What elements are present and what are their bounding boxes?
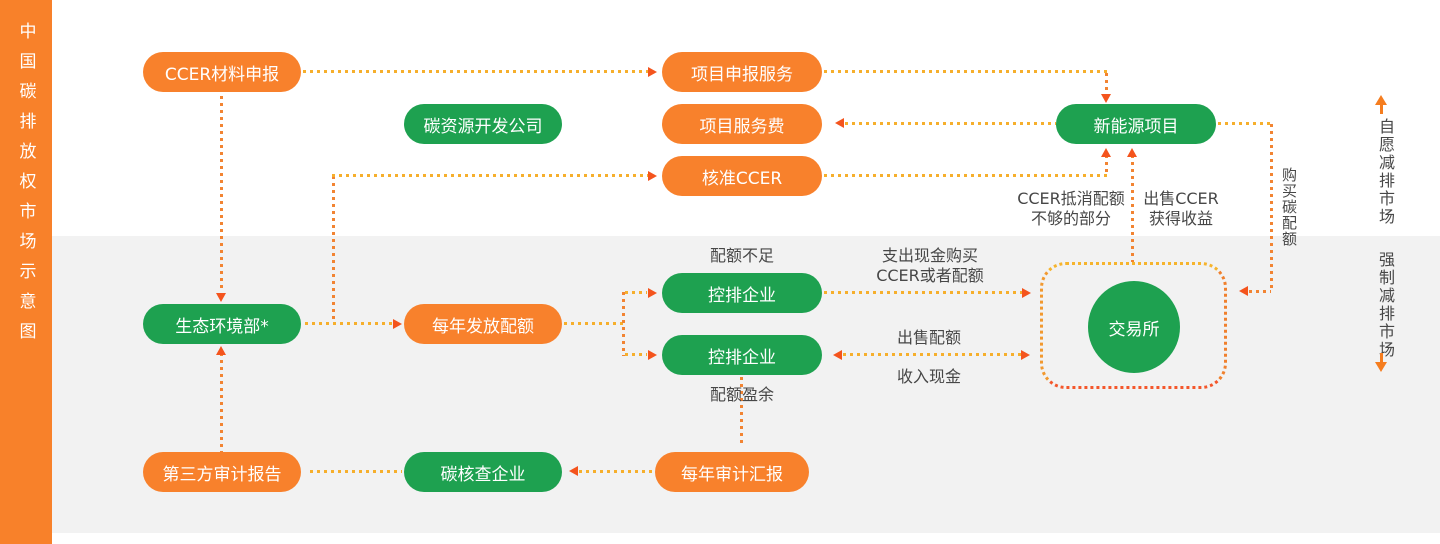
arrowhead <box>1239 286 1248 296</box>
label-mandatory-market: 强制减排市场 <box>1376 251 1395 359</box>
label-sell-ccer: 出售CCER 获得收益 <box>1143 189 1219 228</box>
node-exchange: 交易所 <box>1088 281 1180 373</box>
node-emitter-surplus: 控排企业 <box>662 335 822 375</box>
connector-exchange-emitter2-bidirectional <box>843 353 1021 356</box>
label-sell-quota: 出售配额 <box>896 328 961 347</box>
label-pay-cash: 支出现金购买 CCER或者配额 <box>876 246 984 285</box>
connector-annual-quota-branch-v <box>622 292 625 356</box>
arrowhead <box>216 346 226 355</box>
connector-ccer-material-to-project-apply <box>303 70 648 73</box>
arrowhead <box>835 118 844 128</box>
label-ccer-offset: CCER抵消配额 不够的部分 <box>1017 189 1125 228</box>
node-emitter-shortage: 控排企业 <box>662 273 822 313</box>
connector-new-energy-to-exchange-h2 <box>1249 290 1271 293</box>
arrowhead <box>1101 94 1111 103</box>
label-quota-surplus: 配额盈余 <box>709 385 774 404</box>
connector-annual-audit-to-verifier <box>579 470 653 473</box>
connector-exchange-to-new-energy <box>1131 155 1134 262</box>
arrowhead <box>1021 350 1030 360</box>
connector-project-apply-to-new-energy-v <box>1105 73 1108 95</box>
connector-ccer-material-to-moee <box>220 96 223 292</box>
arrowhead <box>1022 288 1031 298</box>
connector-new-energy-to-project-fee <box>845 122 1056 125</box>
node-new-energy: 新能源项目 <box>1056 104 1216 144</box>
node-annual-quota: 每年发放配额 <box>404 304 562 344</box>
connector-emitter1-to-exchange <box>824 291 1022 294</box>
connector-branch-to-emitter1 <box>625 291 647 294</box>
connector-moee-to-annual-quota <box>305 322 393 325</box>
label-buy-carbon-quota: 购买碳配额 <box>1280 167 1298 247</box>
connector-approved-ccer-to-new-energy-v <box>1105 155 1108 175</box>
arrowhead <box>833 350 842 360</box>
label-quota-shortage: 配额不足 <box>709 246 774 265</box>
arrowhead <box>648 171 657 181</box>
label-voluntary-market: 自愿减排市场 <box>1376 118 1395 226</box>
connector-annual-quota-branch-h <box>564 322 625 325</box>
arrowhead <box>216 293 226 302</box>
arrowhead <box>648 288 657 298</box>
arrowhead <box>648 67 657 77</box>
connector-moee-to-approved-ccer-v <box>332 176 335 323</box>
node-ccer-material: CCER材料申报 <box>143 52 301 92</box>
node-project-apply: 项目申报服务 <box>662 52 822 92</box>
voluntary-market-up-arrow-icon <box>1375 95 1387 114</box>
connector-approved-ccer-to-new-energy-h <box>824 174 1108 177</box>
node-carbon-verifier: 碳核查企业 <box>404 452 562 492</box>
node-carbon-dev-co: 碳资源开发公司 <box>404 104 562 144</box>
node-approved-ccer: 核准CCER <box>662 156 822 196</box>
connector-new-energy-to-exchange-h1 <box>1218 122 1272 125</box>
node-moee: 生态环境部* <box>143 304 301 344</box>
connector-emitter2-to-annual-audit <box>740 377 743 446</box>
arrowhead <box>648 350 657 360</box>
arrowhead <box>393 319 402 329</box>
connector-branch-to-emitter2 <box>625 353 647 356</box>
node-annual-audit: 每年审计汇报 <box>655 452 809 492</box>
connector-verifier-to-third-party <box>310 470 402 473</box>
arrowhead <box>1101 148 1111 157</box>
connector-third-party-to-moee <box>220 353 223 452</box>
arrowhead <box>1127 148 1137 157</box>
sidebar: 中国碳排放权市场示意图 <box>0 0 52 544</box>
exchange-dotted-region <box>1040 262 1227 389</box>
node-third-party-report: 第三方审计报告 <box>143 452 301 492</box>
node-project-fee: 项目服务费 <box>662 104 822 144</box>
connector-new-energy-to-exchange-v <box>1270 124 1273 291</box>
diagram-title: 中国碳排放权市场示意图 <box>15 22 36 352</box>
label-receive-cash: 收入现金 <box>896 367 961 386</box>
connector-moee-to-approved-ccer-h <box>332 174 648 177</box>
mandatory-market-down-arrow-icon <box>1375 353 1387 372</box>
connector-project-apply-to-new-energy-h <box>824 70 1108 73</box>
arrowhead <box>569 466 578 476</box>
